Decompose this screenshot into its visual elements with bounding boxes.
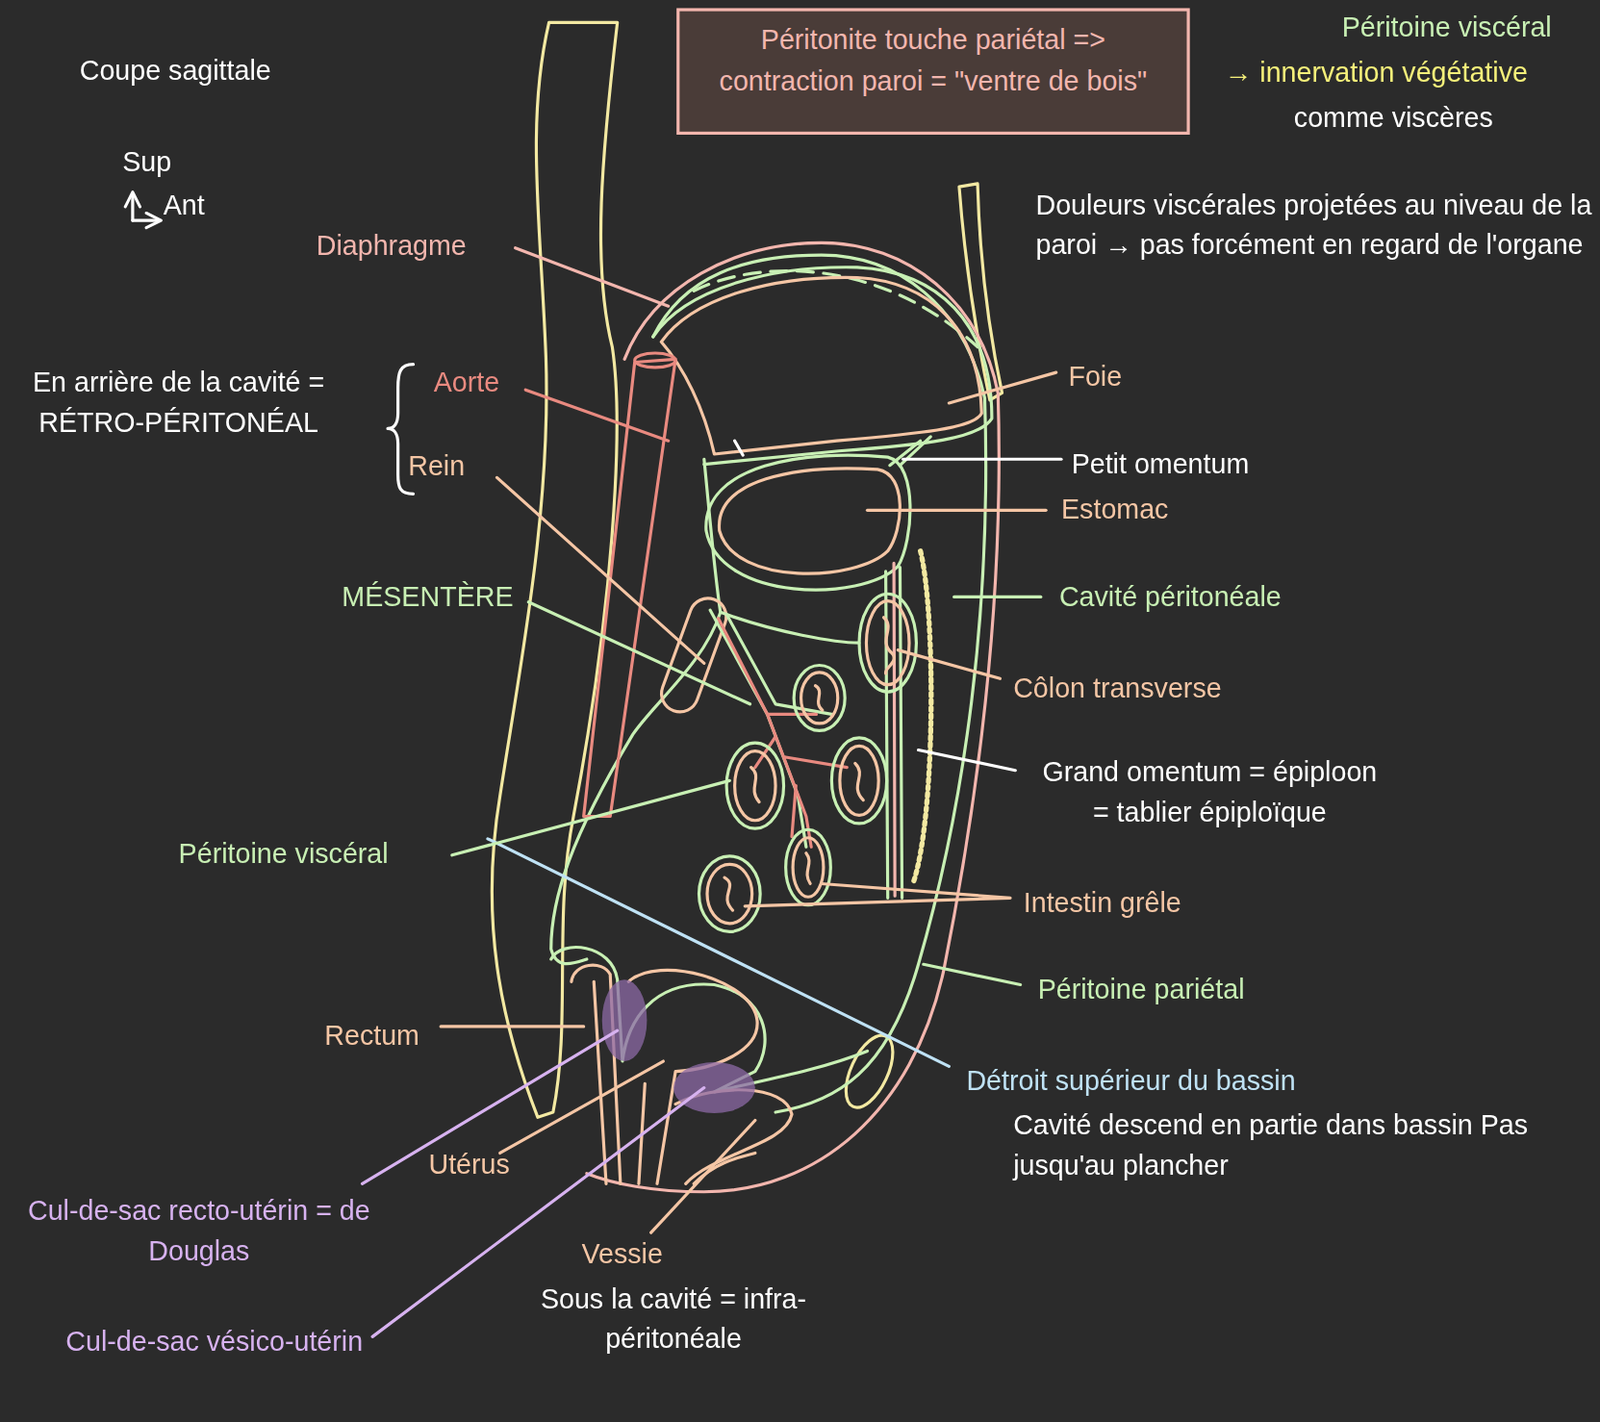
anatomy-label: comme viscères: [1294, 98, 1494, 139]
small-intestine: [707, 863, 753, 924]
abdominal-wall: [586, 242, 1000, 1192]
intestine-peritoneum: [793, 665, 845, 732]
intestine-lumen: [806, 853, 811, 885]
mesenteric-vessels: [718, 618, 848, 848]
anatomy-label: En arrière de la cavité = RÉTRO-PÉRITONÉ…: [0, 363, 357, 444]
anatomy-label: Diaphragme: [316, 226, 467, 267]
intestine-lumen: [724, 877, 733, 911]
posterior-peritoneum: [551, 458, 721, 964]
note-text: Péritonite touche pariétal => contractio…: [693, 19, 1172, 102]
intestine-peritoneum: [699, 856, 762, 932]
liver-peritoneum: [653, 267, 992, 465]
anatomy-label: Côlon transverse: [1013, 669, 1221, 711]
colon-peritoneum: [859, 593, 916, 692]
leader-line: [918, 750, 1016, 771]
anatomy-label: Cul-de-sac vésico-utérin: [40, 1322, 388, 1364]
liver: [660, 277, 982, 455]
leader-line: [525, 389, 668, 441]
anatomy-label: Petit omentum: [1071, 444, 1250, 485]
stomach: [718, 468, 900, 574]
anatomy-label: Ant: [163, 185, 205, 227]
anatomy-label: Sous la cavité = infra-péritonéale: [505, 1279, 842, 1360]
stomach-peritoneum: [706, 455, 911, 590]
intestine-lumen: [814, 685, 822, 711]
pubis: [836, 1028, 903, 1115]
orientation-arrow: [130, 194, 134, 222]
anatomy-label: Estomac: [1061, 489, 1169, 531]
leader-line: [923, 964, 1021, 985]
anatomy-label: MÉSENTÈRE: [341, 577, 513, 618]
leader-line: [897, 650, 1000, 680]
leader-line: [651, 1120, 756, 1234]
small-intestine: [735, 751, 776, 821]
pelvic-inlet-line: [487, 838, 949, 1067]
anatomy-label: Cul-de-sac recto-utérin = de Douglas: [4, 1192, 393, 1272]
colon: [865, 601, 910, 686]
leader-line: [954, 595, 1042, 599]
anatomy-label: Vessie: [582, 1234, 663, 1275]
anatomy-label: Cavité péritonéale: [1059, 577, 1282, 618]
leader-line: [903, 457, 1062, 461]
aorta-top: [634, 353, 676, 368]
leader-line: [452, 780, 730, 855]
leader-line: [948, 372, 1056, 404]
douglas-pouch: [602, 979, 648, 1062]
anatomy-label: Rectum: [324, 1015, 420, 1057]
intestine-lumen: [751, 767, 760, 803]
anatomy-label: Utérus: [428, 1144, 509, 1186]
intestine-peritoneum: [831, 737, 887, 824]
leader-line: [515, 248, 669, 306]
anatomy-label: Grand omentum = épiploon = tablier épipl…: [1033, 753, 1386, 834]
omentum-fat: [913, 551, 932, 884]
small-intestine: [839, 745, 879, 815]
small-intestine: [801, 672, 839, 724]
vesico-uterine-pouch: [673, 1062, 756, 1114]
anatomy-label: Péritoine pariétal: [1038, 970, 1245, 1012]
greater-omentum: [893, 562, 895, 896]
anatomy-label: → innervation végétative: [1224, 52, 1528, 94]
anatomy-label: Péritoine viscéral: [178, 835, 389, 876]
tick: [735, 440, 743, 456]
anatomy-label: Sup: [122, 142, 172, 183]
anterior-wall: [959, 183, 1003, 401]
anatomy-label: Détroit supérieur du bassin: [965, 1061, 1296, 1102]
anatomy-label: Aorte: [433, 363, 500, 405]
colon-lumen: [883, 617, 894, 674]
note-box: Péritonite touche pariétal => contractio…: [676, 7, 1190, 135]
intestine-peritoneum: [786, 829, 832, 905]
anatomy-label: Intestin grêle: [1023, 883, 1182, 924]
anatomy-label: Coupe sagittale: [79, 50, 272, 92]
anatomy-label: Rein: [407, 447, 465, 488]
leader-line: [744, 883, 1011, 906]
small-intestine: [792, 838, 824, 898]
leader-line: [440, 1024, 584, 1028]
leader-line: [528, 602, 750, 705]
anatomy-label: Douleurs viscérales projetées au niveau …: [1036, 185, 1593, 266]
anatomy-label: Foie: [1067, 356, 1122, 398]
leader-line: [867, 508, 1047, 512]
anatomy-label: Cavité descend en partie dans bassin Pas…: [1013, 1106, 1539, 1187]
leader-line: [500, 1061, 664, 1153]
orientation-arrow: [132, 218, 160, 222]
intestine-lumen: [855, 762, 864, 800]
anatomy-label: Péritoine viscéral: [1342, 7, 1552, 49]
intestine-peritoneum: [726, 742, 784, 829]
